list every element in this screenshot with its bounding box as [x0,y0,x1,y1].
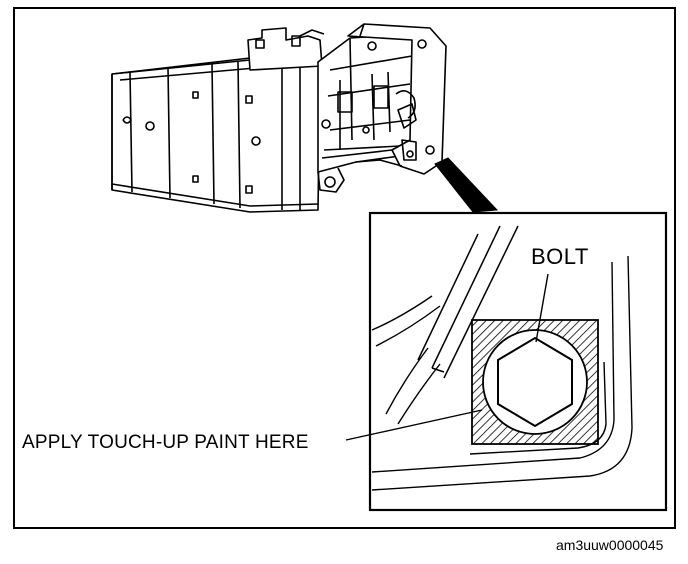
figure-border [13,7,676,529]
callout-pointer [434,157,499,213]
touch-up-paint-label: APPLY TOUCH-UP PAINT HERE [22,432,309,453]
bolt-label: BOLT [531,244,589,269]
frame-rail-assembly [111,23,447,213]
bolt-hexagon [497,336,573,428]
figure-code: am3uuw0000045 [556,537,664,553]
detail-inset [368,211,668,512]
paint-leader-line [345,409,483,441]
bolt-leader-line [535,273,549,343]
